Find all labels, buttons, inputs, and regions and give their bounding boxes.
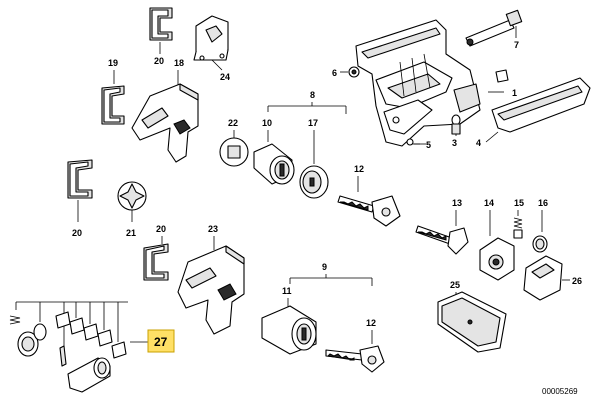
part-clip-20-lower[interactable] bbox=[143, 243, 169, 281]
part-bushing-3[interactable] bbox=[451, 114, 461, 135]
part-lever-18[interactable] bbox=[131, 83, 199, 163]
part-washer-21[interactable] bbox=[117, 181, 147, 211]
callout-22: 22 bbox=[228, 118, 238, 128]
callout-17: 17 bbox=[308, 118, 318, 128]
callout-27-highlight bbox=[147, 329, 175, 353]
callout-20-lower: 20 bbox=[156, 224, 166, 234]
callout-6: 6 bbox=[332, 68, 337, 78]
callout-19: 19 bbox=[108, 58, 118, 68]
callout-4: 4 bbox=[476, 138, 481, 148]
callout-26: 26 bbox=[572, 276, 582, 286]
part-clip-20-middle[interactable] bbox=[67, 159, 93, 199]
callout-9: 9 bbox=[322, 262, 327, 272]
part-clip-19[interactable] bbox=[101, 85, 125, 125]
part-key-12-lower[interactable] bbox=[325, 345, 385, 373]
callout-5: 5 bbox=[426, 140, 431, 150]
callout-23: 23 bbox=[208, 224, 218, 234]
part-cylinder-11[interactable] bbox=[261, 305, 317, 355]
part-repair-kit-27[interactable] bbox=[9, 311, 127, 393]
part-nut-6[interactable] bbox=[348, 66, 360, 78]
callout-14: 14 bbox=[484, 198, 494, 208]
part-clip-20-top[interactable] bbox=[149, 7, 173, 41]
part-cap-17[interactable] bbox=[299, 165, 329, 199]
callout-10: 10 bbox=[262, 118, 272, 128]
callout-3: 3 bbox=[452, 138, 457, 148]
part-spring-pin-15[interactable] bbox=[513, 217, 523, 239]
callout-21: 21 bbox=[126, 228, 136, 238]
part-pushrod-7[interactable] bbox=[465, 9, 523, 47]
callout-20-middle: 20 bbox=[72, 228, 82, 238]
part-plate-25[interactable] bbox=[437, 291, 507, 353]
part-bushing-22[interactable] bbox=[219, 137, 249, 167]
callout-20-top: 20 bbox=[154, 56, 164, 66]
part-cylinder-10[interactable] bbox=[253, 143, 295, 185]
callout-12-lower: 12 bbox=[366, 318, 376, 328]
callout-15: 15 bbox=[514, 198, 524, 208]
part-cover-26[interactable] bbox=[523, 255, 563, 301]
callout-24: 24 bbox=[220, 72, 230, 82]
part-lock-insert-14[interactable] bbox=[479, 237, 515, 281]
callout-25: 25 bbox=[450, 280, 460, 290]
part-plate-24[interactable] bbox=[193, 15, 229, 61]
callout-13: 13 bbox=[452, 198, 462, 208]
callout-11: 11 bbox=[282, 286, 292, 296]
callout-1: 1 bbox=[512, 88, 517, 98]
callout-7: 7 bbox=[514, 40, 519, 50]
part-outer-handle-4[interactable] bbox=[491, 77, 591, 133]
part-key-13[interactable] bbox=[415, 225, 469, 255]
callout-27: 27 bbox=[154, 335, 168, 349]
callout-16: 16 bbox=[538, 198, 548, 208]
part-cap-16[interactable] bbox=[532, 235, 548, 253]
callout-8: 8 bbox=[310, 90, 315, 100]
part-lever-23[interactable] bbox=[177, 245, 245, 335]
callout-12-upper: 12 bbox=[354, 164, 364, 174]
part-key-12-upper[interactable] bbox=[337, 195, 401, 227]
diagram-reference-number: 00005269 bbox=[542, 387, 578, 396]
part-clip-small[interactable] bbox=[495, 69, 509, 83]
callout-18: 18 bbox=[174, 58, 184, 68]
part-handle-carrier-1[interactable] bbox=[355, 19, 481, 147]
